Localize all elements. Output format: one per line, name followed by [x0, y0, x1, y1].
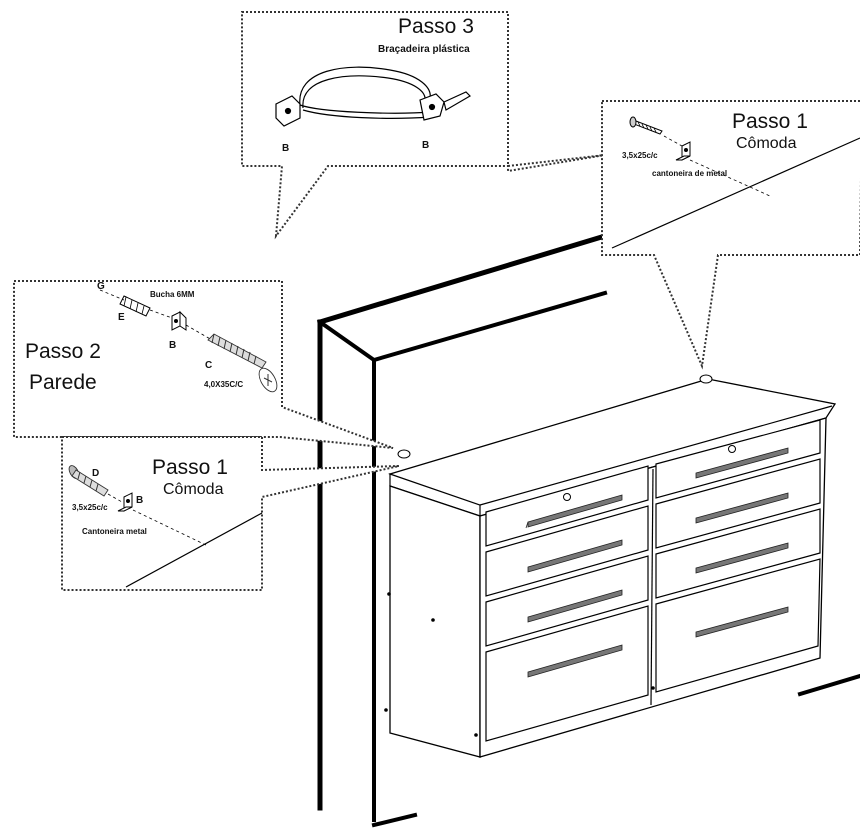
step1-top-bracket-label: cantoneira de metal	[652, 169, 727, 178]
step3-title: Passo 3	[398, 15, 474, 38]
callout-step2: G Bucha 6MM E B C 4,0X35C/C Passo 2 Pare…	[13, 280, 394, 449]
step1-top-title: Passo 1	[732, 110, 808, 133]
hole-marker-left	[397, 449, 411, 459]
wall-anchor-icon	[119, 295, 151, 317]
step2-label-c: C	[205, 360, 212, 371]
step1-left-label-d: D	[92, 468, 99, 479]
wall	[316, 232, 860, 828]
step1-left-screw-label: 3,5x25c/c	[72, 503, 108, 512]
step2-label-g: G	[97, 281, 105, 292]
step3-subtitle: Braçadeira plástica	[378, 44, 470, 55]
bracket-b-icon	[171, 310, 187, 331]
step2-anchor-label: Bucha 6MM	[150, 290, 195, 299]
step1-top-screw-label: 3,5x25c/c	[622, 151, 658, 160]
step2-label-b: B	[169, 340, 176, 351]
metal-bracket-icon	[675, 141, 691, 161]
callout-step1-left: Passo 1 Cômoda D 3,5x25c/c B Cantoneira …	[61, 436, 400, 591]
step1-left-label-b: B	[136, 495, 143, 506]
step1-left-subtitle: Cômoda	[163, 481, 224, 498]
step2-label-e: E	[118, 312, 125, 323]
step3-label-left: B	[282, 143, 289, 154]
plastic-clamp-icon	[275, 66, 471, 127]
step2-subtitle: Parede	[29, 371, 97, 394]
hole-marker-right	[699, 374, 713, 384]
callout-step1-top: Passo 1 Cômoda 3,5x25c/c cantoneira de m…	[601, 100, 860, 370]
step3-label-right: B	[422, 140, 429, 151]
step2-title: Passo 2	[25, 340, 101, 363]
bracket-b2-icon	[117, 492, 133, 512]
screw-d-icon	[68, 465, 109, 497]
step1-top-subtitle: Cômoda	[736, 135, 797, 152]
dresser	[384, 378, 837, 758]
step2-screw-label: 4,0X35C/C	[204, 380, 243, 389]
callout-step3: Passo 3 Braçadeira plástica B B	[241, 11, 606, 240]
wood-screw-icon	[207, 333, 278, 393]
step1-left-bracket-label: Cantoneira metal	[82, 527, 147, 536]
screw-icon	[629, 116, 663, 135]
step1-left-title: Passo 1	[152, 456, 228, 479]
